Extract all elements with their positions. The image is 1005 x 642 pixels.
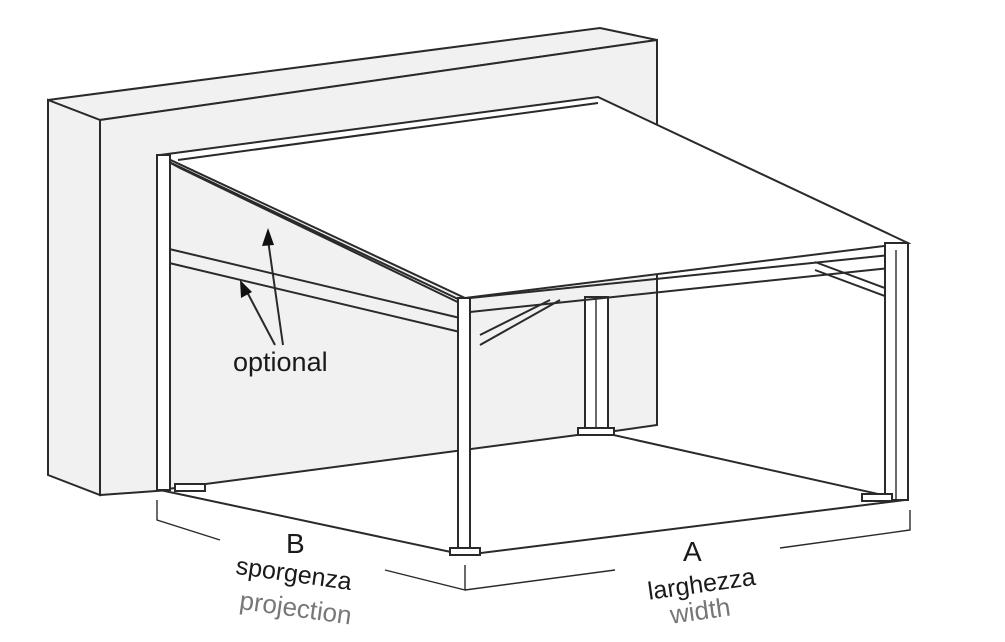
arrows [240,228,284,346]
back-post [577,296,615,436]
optional-label: optional [233,347,328,377]
dimension-lines [156,500,911,591]
dimension-a-letter: A [683,536,702,567]
dimension-b-letter: B [286,528,305,559]
posts [156,154,909,556]
